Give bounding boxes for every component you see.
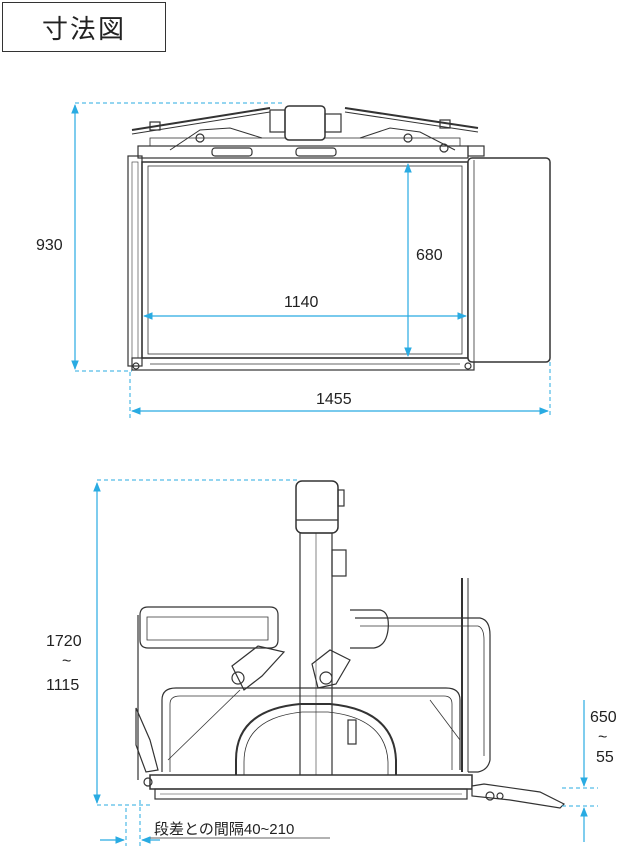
right-frame [355, 617, 491, 773]
dim-step-sep: ~ [598, 729, 607, 746]
dim-overall-depth: 930 [36, 237, 63, 254]
dim-height-sep: ~ [62, 653, 71, 670]
bottom-rail [131, 357, 475, 371]
arm-left [231, 645, 286, 691]
arm-left [131, 107, 271, 131]
side-view-dimensions: 1720 ~ 1115 650 ~ 55 段差との間隔40~210 [46, 479, 617, 846]
platform-inner [147, 165, 463, 355]
dim-step-min: 55 [596, 749, 614, 766]
dim-overall-width: 1455 [316, 391, 352, 408]
dim-platform-depth: 680 [416, 247, 443, 264]
mast-head [284, 105, 326, 141]
left-frame [127, 155, 143, 367]
side-view [135, 480, 566, 809]
dim-step-max: 650 [590, 709, 617, 726]
left-flap [135, 707, 159, 773]
arm-right [311, 649, 351, 689]
seat-loop [235, 703, 397, 775]
dim-height-min: 1115 [46, 677, 79, 694]
dim-platform-width: 1140 [284, 294, 319, 311]
platform-outline [141, 161, 469, 359]
top-view [127, 105, 551, 371]
dim-gap-label: 段差との間隔40~210 [154, 821, 294, 838]
ramp-outline [467, 157, 551, 363]
upper-handrail [139, 606, 279, 649]
side-mast-head [295, 480, 339, 534]
lower-handrail [161, 687, 461, 770]
side-platform [149, 774, 473, 790]
title-box: 寸法図 [2, 2, 166, 52]
arm-right [344, 107, 479, 129]
dim-height-max: 1720 [46, 633, 82, 650]
top-view-dimensions: 930 680 1140 1455 [36, 102, 551, 418]
